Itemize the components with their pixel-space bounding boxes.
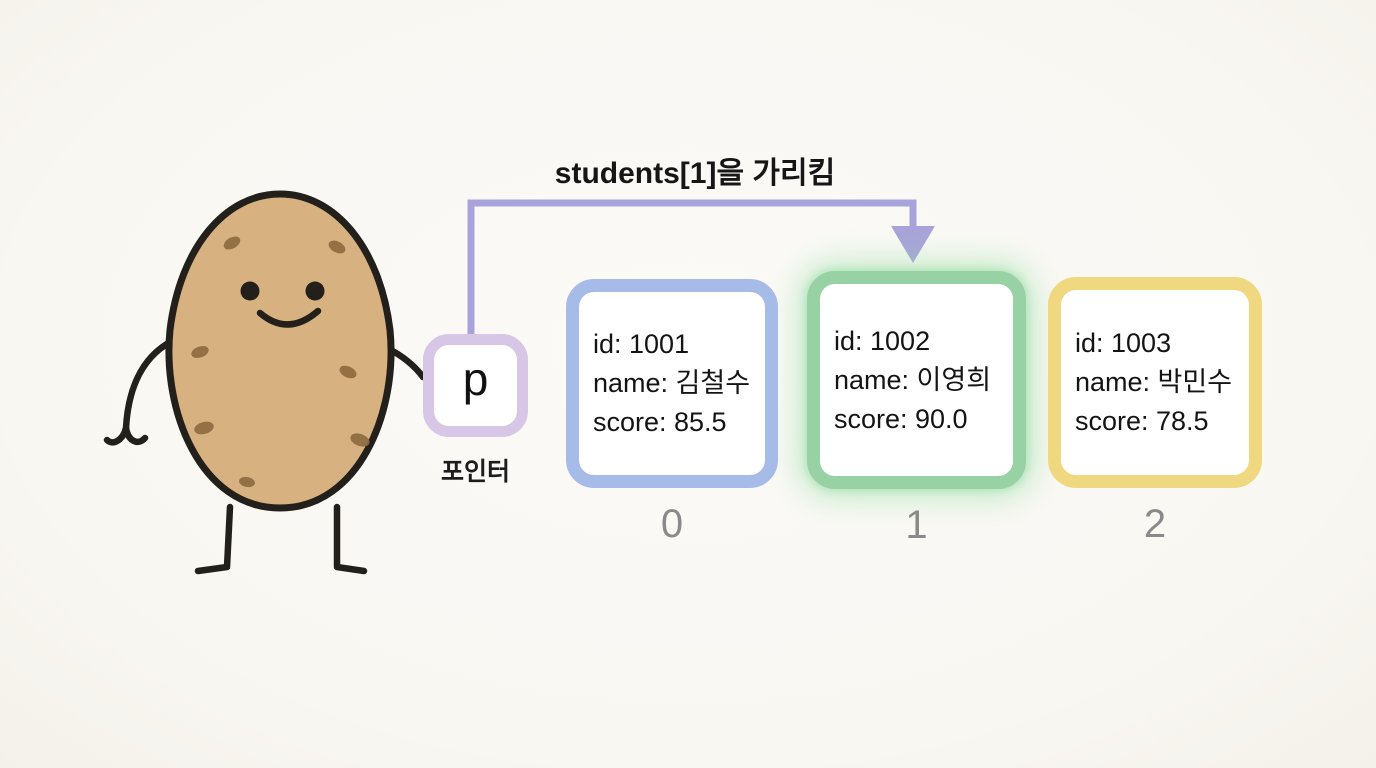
cell-field-score: score: 78.5 <box>1075 406 1209 436</box>
cell-field-id: id: 1003 <box>1075 328 1172 358</box>
potato-right-leg <box>333 503 368 575</box>
pointer-arrowhead-icon <box>891 226 935 263</box>
potato-body <box>165 190 395 512</box>
potato-smile <box>256 307 322 328</box>
pointer-label: p <box>462 352 489 405</box>
potato-spot <box>350 433 370 447</box>
potato-left-hand <box>103 424 149 446</box>
cell-field-score: score: 90.0 <box>834 403 968 434</box>
cell-field-name: name: 김철수 <box>593 368 751 398</box>
potato-spot <box>223 236 241 250</box>
array-cell-box-2: id: 1003 name: 박민수 score: 78.5 <box>1048 277 1262 488</box>
potato-left-arm <box>122 337 176 432</box>
annotation-text: students[1]을 가리킴 <box>554 157 836 190</box>
pointer-box: p <box>423 334 528 437</box>
potato-spot <box>194 421 214 435</box>
index-label-0: 0 <box>660 502 684 546</box>
index-label-1: 1 <box>905 503 928 547</box>
potato-spot <box>191 345 209 359</box>
cell-field-id: id: 1001 <box>593 329 690 359</box>
array-cell-0: id: 1001 name: 김철수 score: 85.5 0 <box>566 279 778 547</box>
potato-spot <box>328 240 346 254</box>
array-cell-box-0: id: 1001 name: 김철수 score: 85.5 <box>566 279 778 488</box>
index-label-2: 2 <box>1143 502 1167 546</box>
potato-spot <box>239 476 255 488</box>
potato-character-icon <box>103 190 427 575</box>
potato-spot <box>339 365 357 379</box>
potato-left-eye <box>240 281 260 301</box>
cell-field-id: id: 1002 <box>834 325 931 356</box>
cell-field-score: score: 85.5 <box>593 407 727 437</box>
potato-left-leg <box>194 503 234 575</box>
array-cell-1: id: 1002 name: 이영희 score: 90.0 1 <box>807 271 1026 548</box>
pointer-caption: 포인터 <box>440 458 510 486</box>
array-cell-2: id: 1003 name: 박민수 score: 78.5 2 <box>1048 277 1262 547</box>
cell-field-name: name: 이영희 <box>834 364 992 395</box>
array-cell-box-1: id: 1002 name: 이영희 score: 90.0 <box>807 271 1026 489</box>
potato-right-eye <box>305 281 325 301</box>
cell-field-name: name: 박민수 <box>1075 367 1233 397</box>
